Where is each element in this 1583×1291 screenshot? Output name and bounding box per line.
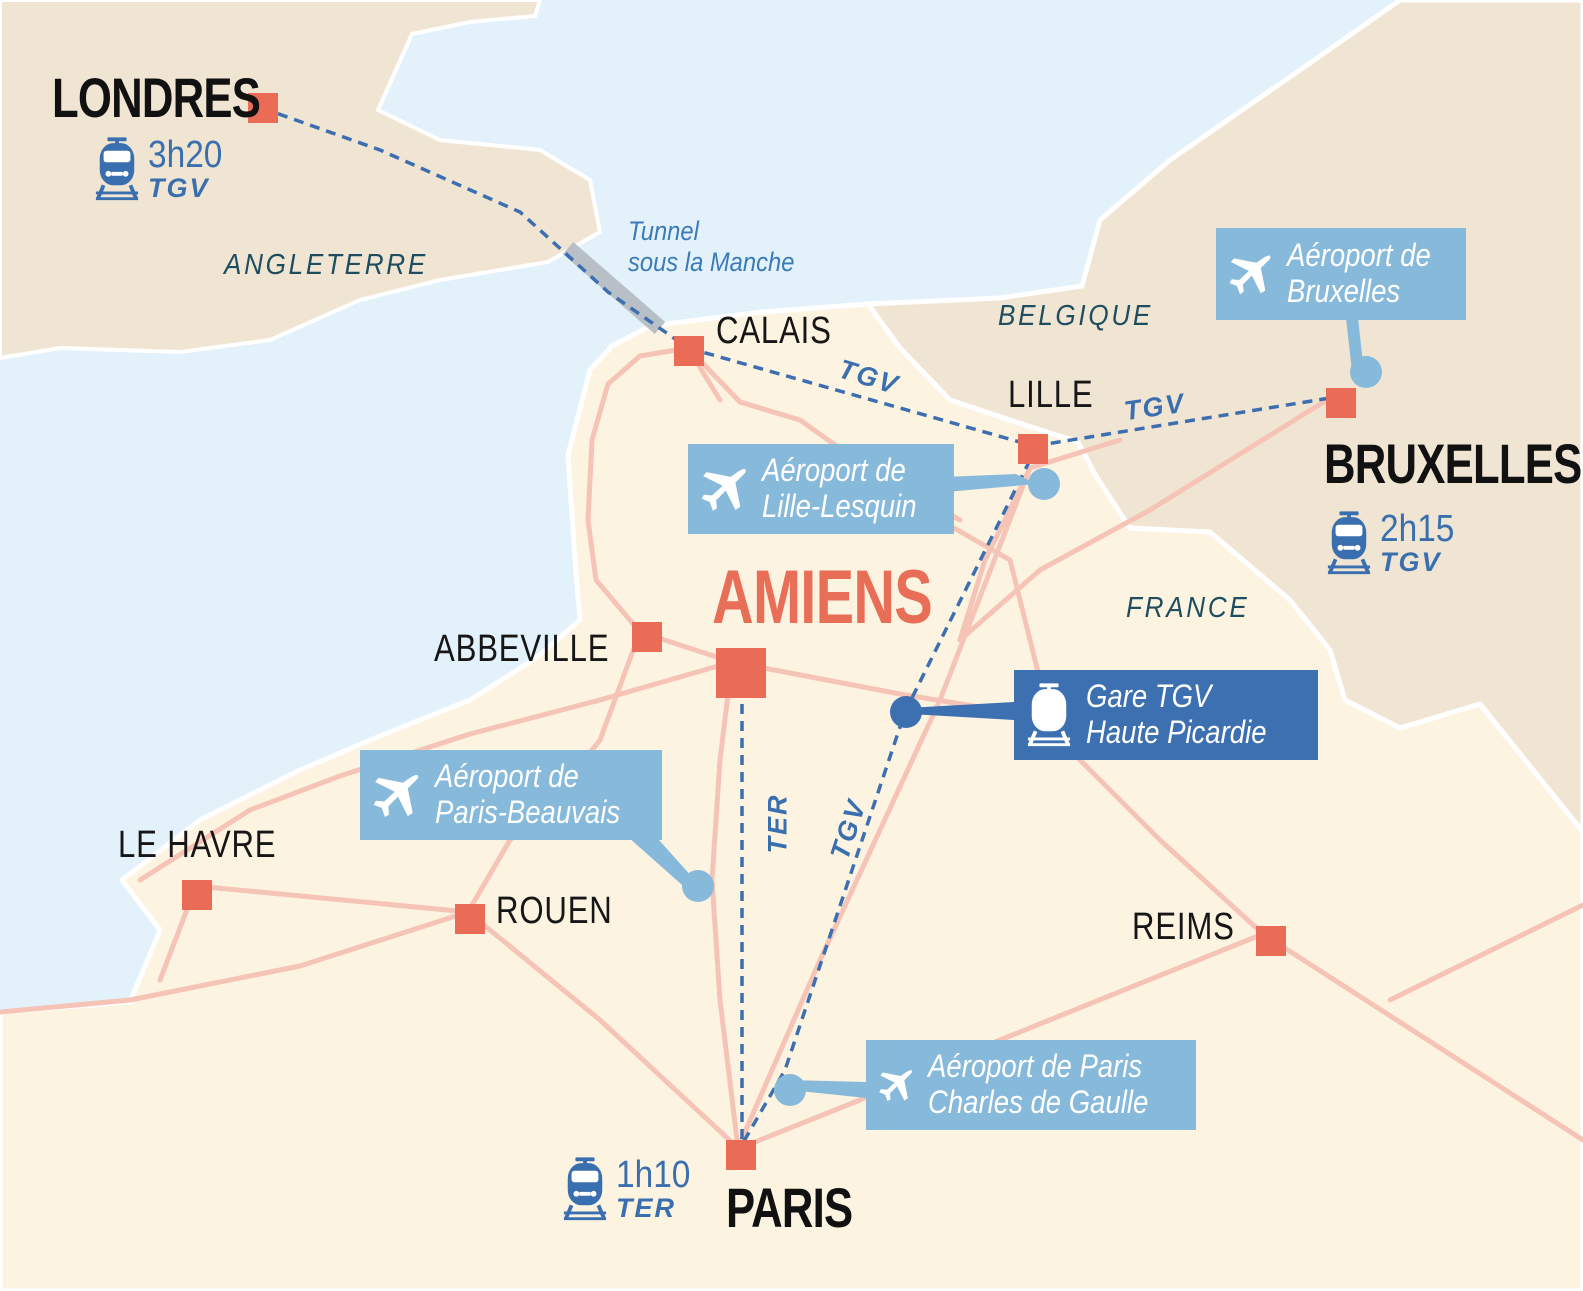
- callout-gare-tgv: Gare TGV Haute Picardie: [1014, 670, 1318, 760]
- callout-line1: Aéroport de: [1286, 237, 1431, 274]
- travel-time-paris: 1h10 TER: [562, 1156, 701, 1222]
- line-label-ter-amiens-paris: TER: [762, 793, 793, 854]
- callout-line1: Aéroport de Paris: [927, 1048, 1143, 1085]
- airplane-icon: [700, 462, 748, 516]
- marker-lille: [1018, 434, 1048, 464]
- airport-dot-bruxelles: [1350, 356, 1382, 388]
- marker-rouen: [455, 904, 485, 934]
- callout-line1: Aéroport de: [762, 452, 907, 489]
- rail-network: [0, 345, 1583, 1151]
- tunnel-label-line1: Tunnel: [628, 216, 699, 246]
- high-speed-lines: [261, 106, 1331, 1149]
- airplane-icon: [372, 768, 421, 822]
- city-label-londres: LONDRES: [52, 66, 261, 129]
- travel-time-value: 2h15: [1380, 508, 1455, 550]
- marker-abbeville: [632, 622, 662, 652]
- callout-leaders: [620, 318, 1364, 1098]
- airplane-icon: [878, 1058, 914, 1112]
- country-label-belgique: BELGIQUE: [998, 300, 1154, 332]
- travel-time-bruxelles: 2h15 TGV: [1326, 510, 1465, 576]
- travel-time-londres: 3h20 TGV: [94, 136, 233, 202]
- train-icon: [94, 136, 140, 202]
- marker-le-havre: [182, 880, 212, 910]
- train-icon: [562, 1156, 608, 1222]
- tunnel-label-line2: sous la Manche: [628, 247, 795, 278]
- country-label-angleterre: ANGLETERRE: [224, 249, 428, 281]
- travel-time-mode: TER: [616, 1193, 676, 1223]
- travel-time-mode: TGV: [1380, 547, 1442, 577]
- tunnel-label: Tunnel sous la Manche: [628, 216, 794, 278]
- city-label-bruxelles: BRUXELLES: [1324, 432, 1582, 495]
- channel-tunnel: [562, 241, 666, 335]
- callout-lille-airport: Aéroport de Lille-Lesquin: [688, 444, 954, 534]
- city-label-amiens: AMIENS: [712, 555, 933, 640]
- city-markers: [182, 93, 1356, 1170]
- city-label-reims: REIMS: [1132, 906, 1235, 948]
- marker-paris: [726, 1140, 756, 1170]
- train-icon: [1326, 510, 1372, 576]
- train-icon: [1026, 682, 1072, 748]
- callout-line1: Gare TGV: [1086, 678, 1212, 715]
- city-label-lille: LILLE: [1008, 374, 1094, 416]
- airport-dot-lille: [1028, 468, 1060, 500]
- marker-londres: [248, 93, 278, 123]
- travel-time-mode: TGV: [148, 173, 210, 203]
- city-label-le-havre: LE HAVRE: [118, 824, 277, 866]
- callout-line2: Paris-Beauvais: [434, 794, 620, 830]
- callout-cdg-airport: Aéroport de Paris Charles de Gaulle: [866, 1040, 1196, 1130]
- station-dot-haute-picardie: [890, 696, 922, 728]
- marker-bruxelles: [1326, 388, 1356, 418]
- airplane-icon: [1228, 247, 1273, 301]
- callout-line1: Aéroport de: [434, 758, 579, 795]
- city-label-calais: CALAIS: [716, 310, 832, 352]
- marker-calais: [674, 336, 704, 366]
- city-label-abbeville: ABBEVILLE: [434, 628, 610, 670]
- callout-bruxelles-airport: Aéroport de Bruxelles: [1216, 228, 1466, 320]
- city-label-paris: PARIS: [726, 1176, 853, 1239]
- city-label-rouen: ROUEN: [496, 890, 613, 932]
- country-label-france: FRANCE: [1126, 592, 1250, 624]
- callout-beauvais-airport: Aéroport de Paris-Beauvais: [360, 750, 662, 840]
- travel-time-value: 3h20: [148, 134, 223, 176]
- airport-dot-beauvais: [682, 870, 714, 902]
- callout-line2: Bruxelles: [1286, 273, 1400, 309]
- travel-time-value: 1h10: [616, 1154, 691, 1196]
- callout-line2: Haute Picardie: [1086, 714, 1267, 750]
- marker-amiens: [716, 648, 766, 698]
- callout-line2: Charles de Gaulle: [927, 1084, 1149, 1120]
- callout-line2: Lille-Lesquin: [762, 488, 917, 524]
- airport-dot-cdg: [774, 1074, 806, 1106]
- marker-reims: [1256, 926, 1286, 956]
